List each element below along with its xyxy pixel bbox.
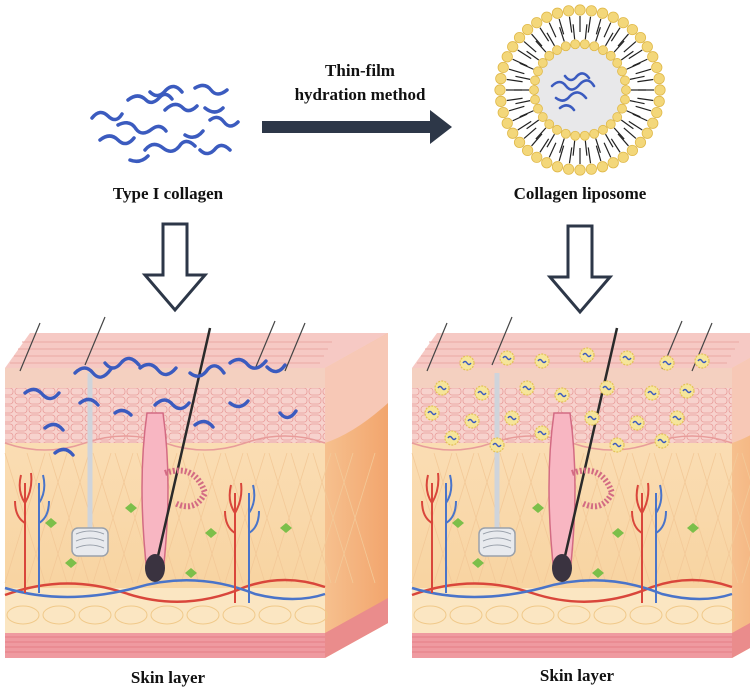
down-arrow-right-icon	[550, 226, 610, 312]
down-arrow-left-icon	[145, 224, 205, 310]
method-label-line2: hydration method	[295, 85, 426, 104]
skin-block-right	[412, 317, 750, 658]
method-arrow-icon	[262, 110, 452, 144]
collagen-fibers-icon	[92, 85, 238, 161]
skin-layer-right-label: Skin layer	[540, 666, 615, 685]
skin-layer-left-label: Skin layer	[131, 668, 206, 687]
skin-block-left	[5, 317, 388, 658]
type-i-collagen-label: Type I collagen	[113, 184, 224, 203]
method-label-line1: Thin-film	[325, 61, 395, 80]
liposome-icon	[495, 5, 665, 175]
collagen-liposome-label: Collagen liposome	[514, 184, 647, 203]
